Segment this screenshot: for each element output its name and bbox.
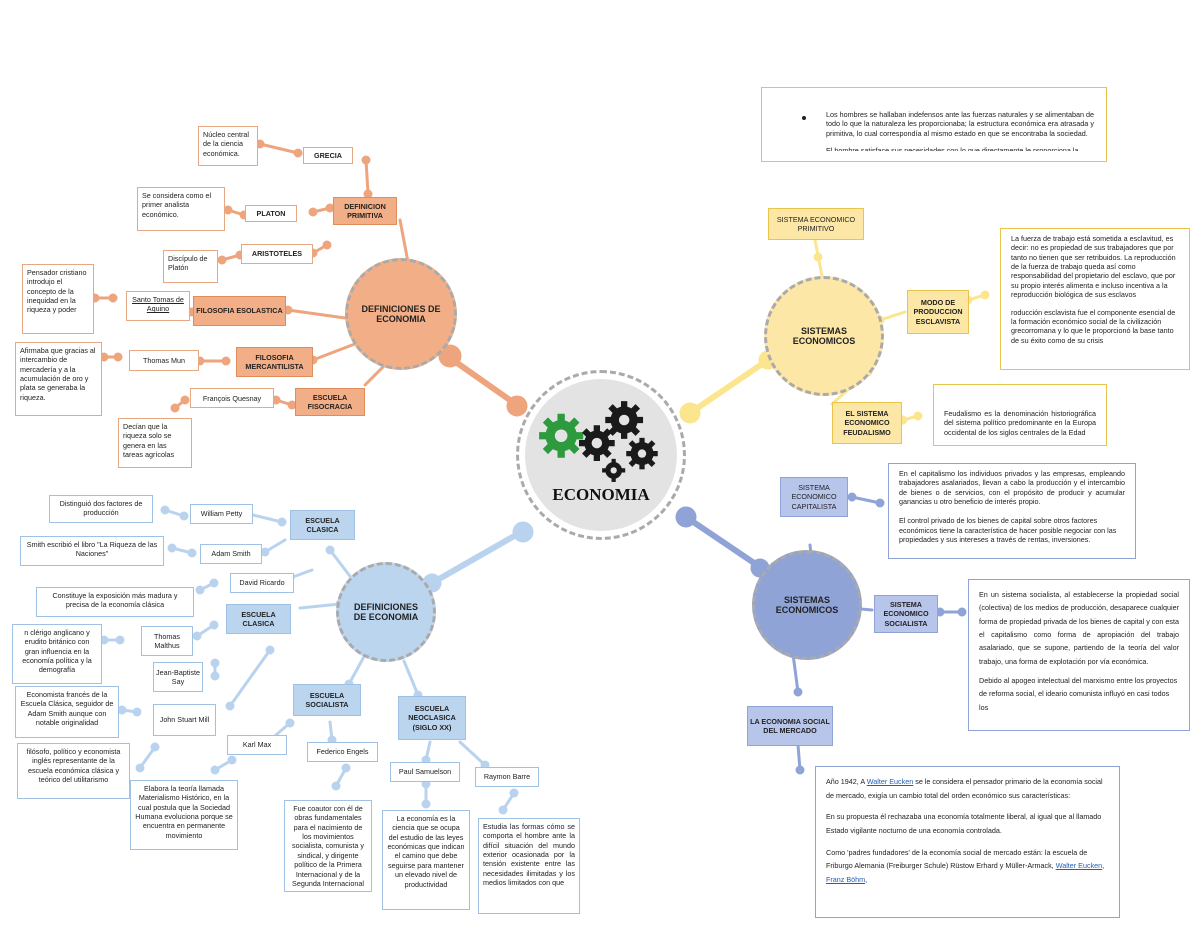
- say-note: Economista francés de la Escuela Clásica…: [15, 686, 119, 738]
- capitalista-note-2: El control privado de los bienes de capi…: [899, 516, 1117, 545]
- william-petty-node[interactable]: William Petty: [190, 504, 253, 524]
- walter-eucken-link[interactable]: Walter Eucken: [866, 777, 914, 786]
- santo-tomas-node[interactable]: Santo Tomas de Aquino: [126, 291, 190, 321]
- thomas-mun-node[interactable]: Thomas Mun: [129, 350, 199, 371]
- grecia-node[interactable]: GRECIA: [303, 147, 353, 164]
- socialista-note-2: Debido al apogeo intelectual del marxism…: [979, 675, 1178, 712]
- yellow-hub[interactable]: SISTEMAS ECONOMICOS: [764, 276, 884, 396]
- thomas-mun-note: Afirmaba que gracias al intercambio de m…: [15, 342, 102, 416]
- capitalista-note-1: En el capitalismo los individuos privado…: [899, 469, 1125, 507]
- grecia-note: Núcleo central de la ciencia económica.: [198, 126, 258, 166]
- smith-note: Smith escribió el libro "La Riqueza de l…: [20, 536, 164, 566]
- malthus-node[interactable]: Thomas Malthus: [141, 626, 193, 656]
- quesnay-note: Decían que la riqueza solo se genera en …: [118, 418, 192, 468]
- socialista-note: En un sistema socialista, al establecers…: [968, 579, 1190, 731]
- feudalismo-node[interactable]: EL SISTEMA ECONOMICO FEUDALISMO: [832, 402, 902, 444]
- primitivo-note-cut: El hombre satisface sus necesidades con …: [826, 146, 1079, 152]
- marx-note: Elabora la teoría llamada Materialismo H…: [130, 780, 238, 850]
- capitalista-node[interactable]: SISTEMA ECONOMICO CAPITALISTA: [780, 477, 848, 517]
- mercado-note: Año 1942, A Walter Eucken se le consider…: [815, 766, 1120, 918]
- engels-note: Fue coautor con él de obras fundamentale…: [284, 800, 372, 892]
- mercado-node[interactable]: LA ECONOMIA SOCIAL DEL MERCADO: [747, 706, 833, 746]
- samuelson-note: La economía es la ciencia que se ocupa d…: [382, 810, 470, 910]
- ricardo-note: Constituye la exposición más madura y pr…: [36, 587, 194, 617]
- blue-connectors: [99, 505, 534, 815]
- esclavista-node[interactable]: MODO DE PRODUCCION ESCLAVISTA: [907, 290, 969, 334]
- mercado-p3: Como 'padres fundadores' de la economía …: [826, 847, 1105, 885]
- capitalista-note: En el capitalismo los individuos privado…: [888, 463, 1136, 559]
- mill-node[interactable]: John Stuart Mill: [153, 704, 216, 736]
- filosofia-escolastica-node[interactable]: FILOSOFIA ESOLASTICA: [193, 296, 286, 326]
- filosofia-mercantilista-node[interactable]: FILOSOFIA MERCANTILISTA: [236, 347, 313, 377]
- socialista-node[interactable]: SISTEMA ECONOMICO SOCIALISTA: [874, 595, 938, 633]
- gears-icon: [539, 401, 658, 482]
- walter-eucken-link-2[interactable]: Walter Eucken: [1055, 861, 1103, 871]
- esclavista-note-2: roducción esclavista fue el componente e…: [1011, 307, 1176, 345]
- malthus-note: n clérigo anglicano y erudito británico …: [12, 624, 102, 684]
- escuela-neoclasica-node[interactable]: ESCUELA NEOCLASICA (SIGLO XX): [398, 696, 466, 740]
- escuela-socialista-node[interactable]: ESCUELA SOCIALISTA: [293, 684, 361, 716]
- esclavista-note-1: La fuerza de trabajo está sometida a esc…: [1011, 234, 1176, 300]
- center-title: ECONOMIA: [552, 485, 650, 504]
- aristoteles-note: Discípulo de Platón: [163, 250, 218, 283]
- mercado-p1: Año 1942, A Walter Eucken se le consider…: [826, 777, 1103, 800]
- escuela-fisocracia-node[interactable]: ESCUELA FISOCRACIA: [295, 388, 365, 416]
- platon-note: Se considera como el primer analista eco…: [137, 187, 225, 231]
- petty-note: Distinguió dos factores de producción: [49, 495, 153, 523]
- escuela-clasica-node-1[interactable]: ESCUELA CLASICA: [290, 510, 355, 540]
- quesnay-node[interactable]: François Quesnay: [190, 388, 274, 408]
- blue-hub[interactable]: DEFINICIONES DE ECONOMIA: [336, 562, 436, 662]
- barre-node[interactable]: Raymon Barre: [475, 767, 539, 787]
- samuelson-node[interactable]: Paul Samuelson: [390, 762, 460, 782]
- mill-note: filósofo, político y economista inglés r…: [17, 743, 130, 799]
- mercado-p2: En su propuesta él rechazaba una economí…: [826, 812, 1102, 836]
- marx-node[interactable]: Karl Max: [227, 735, 287, 755]
- socialista-note-1: En un sistema socialista, al establecers…: [979, 590, 1179, 666]
- feudalismo-note: Feudalismo es la denominación historiogr…: [933, 384, 1107, 446]
- platon-node[interactable]: PLATON: [245, 205, 297, 222]
- barre-note: Estudia las formas cómo se comporta el h…: [478, 818, 580, 914]
- violet-hub[interactable]: SISTEMAS ECONOMICOS: [752, 550, 862, 660]
- franz-bohm-link[interactable]: Franz Böhm: [826, 875, 866, 885]
- escuela-clasica-node-2[interactable]: ESCUELA CLASICA: [226, 604, 291, 634]
- bullet-icon: [802, 116, 806, 120]
- engels-node[interactable]: Federico Engels: [307, 742, 378, 762]
- aristoteles-node[interactable]: ARISTOTELES: [241, 244, 313, 264]
- center-node: ECONOMIA: [516, 370, 686, 540]
- adam-smith-node[interactable]: Adam Smith: [200, 544, 262, 564]
- primitivo-note: Los hombres se hallaban indefensos ante …: [761, 87, 1107, 162]
- orange-hub[interactable]: DEFINICIONES DE ECONOMIA: [345, 258, 457, 370]
- santo-tomas-note: Pensador cristiano introdujo el concepto…: [22, 264, 94, 334]
- esclavista-note: La fuerza de trabajo está sometida a esc…: [1000, 228, 1190, 370]
- definicion-primitiva-node[interactable]: DEFINICION PRIMITIVA: [333, 197, 397, 225]
- say-node[interactable]: Jean-Baptiste Say: [153, 662, 203, 692]
- orange-connectors: [90, 139, 528, 417]
- primitivo-node[interactable]: SISTEMA ECONOMICO PRIMITIVO: [768, 208, 864, 240]
- david-ricardo-node[interactable]: David Ricardo: [230, 573, 294, 593]
- primitivo-note-text: Los hombres se hallaban indefensos ante …: [826, 110, 1094, 138]
